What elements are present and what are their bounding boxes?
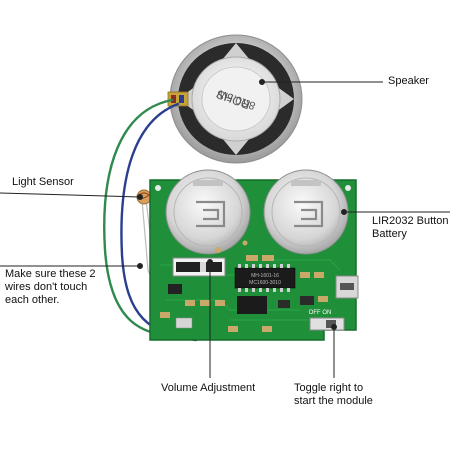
- switch-marking: OFF ON: [309, 310, 332, 316]
- usb-port: [335, 275, 359, 299]
- chip-marking: MH-1601-16: [251, 273, 279, 279]
- callout-lines: [0, 79, 450, 378]
- pcb-board: MH-1601-16 MC1600-3010: [149, 169, 359, 341]
- volume-potentiometer: [172, 257, 226, 277]
- toggle-switch-label: Toggle right to start the module: [294, 382, 373, 407]
- chip-marking-2: MC1600-3010: [249, 280, 281, 286]
- main-chip: MH-1601-16 MC1600-3010: [234, 264, 296, 292]
- battery-label: LIR2032 Button Battery: [372, 215, 449, 240]
- wires-warning-label: Make sure these 2 wires don't touch each…: [5, 268, 96, 306]
- battery-holder-left: [165, 169, 251, 255]
- speaker-label: Speaker: [388, 75, 429, 87]
- speaker: ROHS 8Ω0.5W: [167, 34, 303, 164]
- volume-adjustment-label: Volume Adjustment: [161, 382, 256, 394]
- light-sensor-label: Light Sensor: [12, 176, 74, 188]
- secondary-chip: [237, 296, 267, 314]
- smd-components: [160, 240, 328, 332]
- battery-holder-right: [263, 169, 349, 255]
